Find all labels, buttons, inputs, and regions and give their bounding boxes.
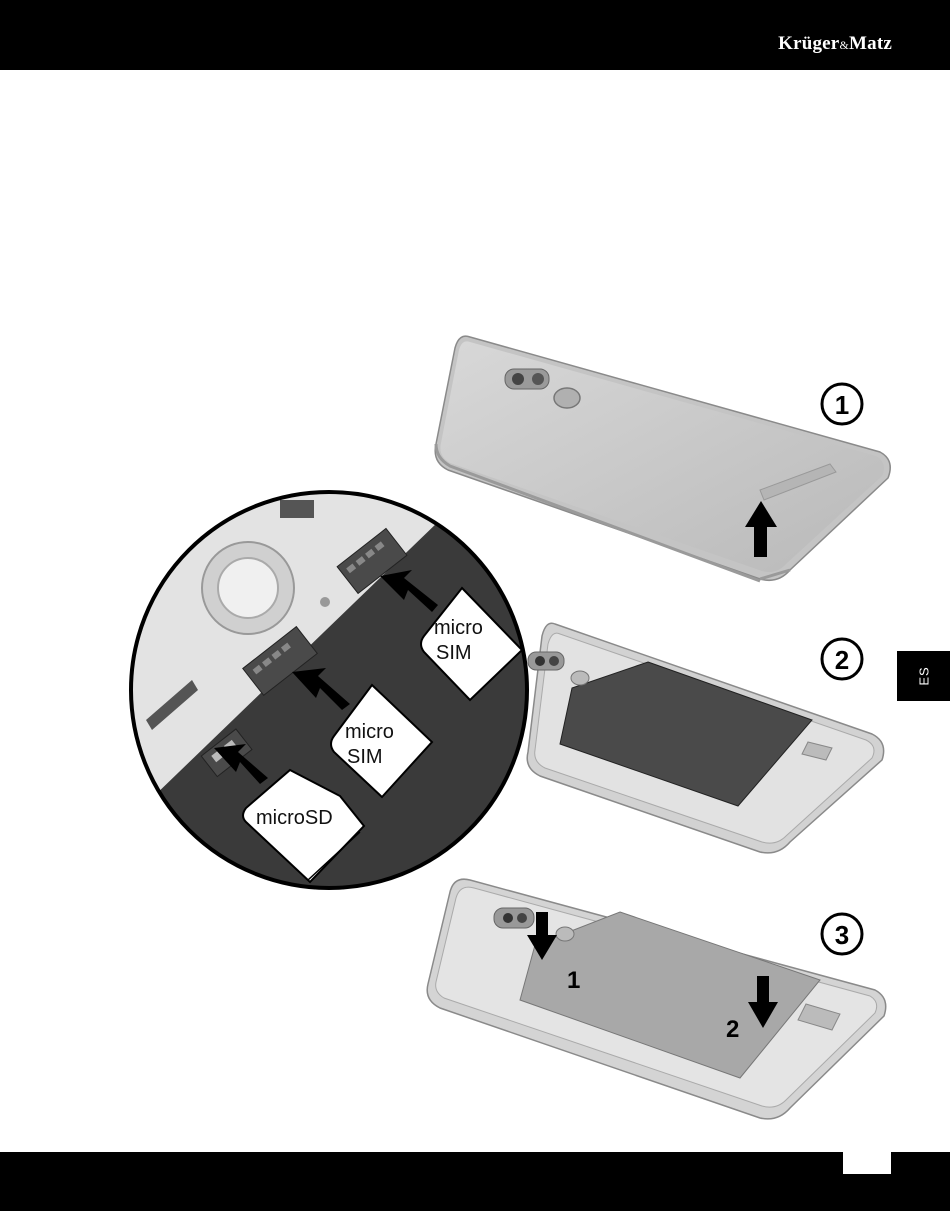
step-badge-2: 2 — [822, 639, 862, 679]
svg-text:1: 1 — [835, 390, 849, 420]
svg-text:micro: micro — [345, 721, 394, 743]
arrow-label-2: 2 — [726, 1016, 739, 1043]
svg-text:SIM: SIM — [436, 642, 472, 664]
zoom-detail: micro SIM micro SIM microSD — [120, 480, 560, 900]
phone-step-3: 1 2 — [427, 879, 886, 1119]
svg-text:SIM: SIM — [347, 746, 383, 768]
step-badge-3: 3 — [822, 914, 862, 954]
phone-step-1 — [435, 336, 890, 581]
down-arrow-icon — [757, 976, 769, 1006]
page-number-box — [843, 1152, 891, 1174]
svg-text:2: 2 — [835, 645, 849, 675]
svg-text:micro: micro — [434, 617, 483, 639]
step-badge-1: 1 — [822, 384, 862, 424]
svg-text:microSD: microSD — [256, 807, 333, 829]
svg-text:3: 3 — [835, 920, 849, 950]
up-arrow-icon — [754, 525, 767, 557]
footer-bar — [0, 1152, 950, 1211]
arrow-label-1: 1 — [567, 967, 580, 994]
